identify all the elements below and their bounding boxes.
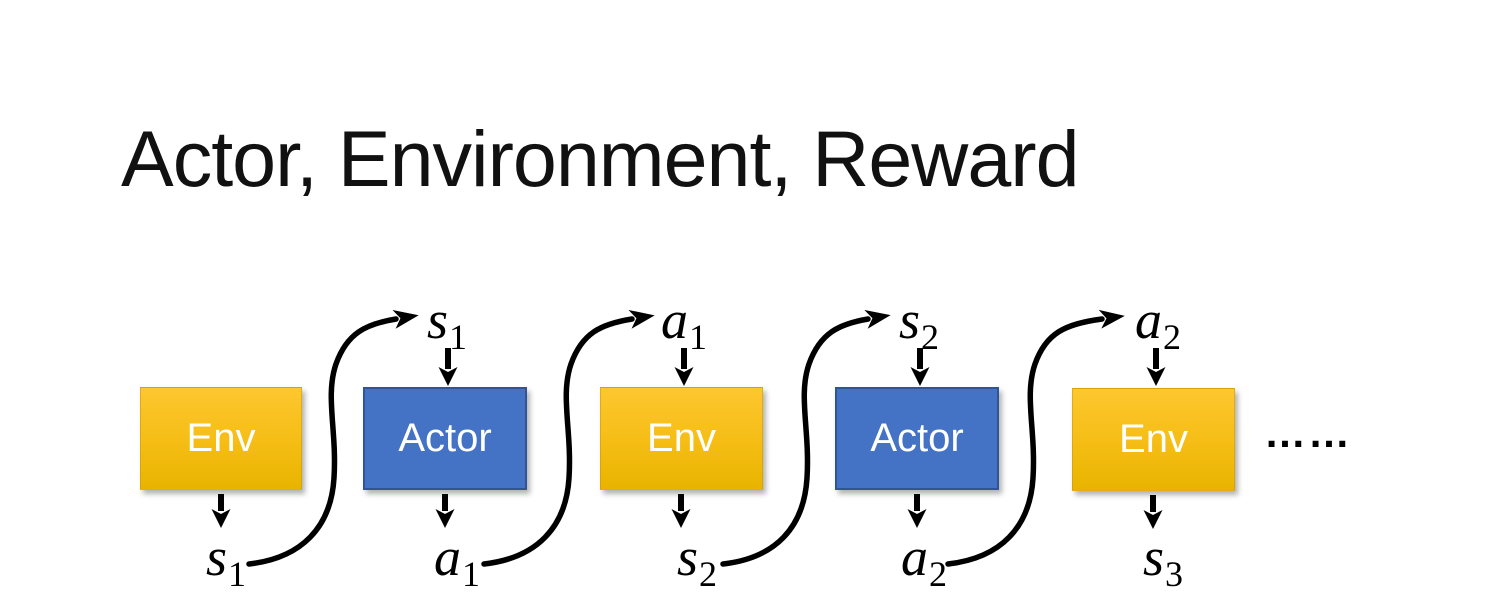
env-box-3: Env bbox=[1072, 388, 1235, 491]
label-s2-top: s2 bbox=[898, 290, 940, 357]
curved-arrow-s1 bbox=[246, 309, 419, 567]
curved-arrow-a1 bbox=[481, 309, 655, 567]
actor-box-2-label: Actor bbox=[870, 416, 964, 460]
slide-title: Actor, Environment, Reward bbox=[121, 114, 1080, 203]
label-a1-top: a1 bbox=[661, 290, 707, 357]
label-s3-bottom: s3 bbox=[1142, 527, 1184, 594]
label-a2-bottom: a2 bbox=[901, 527, 947, 594]
env-box-3-label: Env bbox=[1119, 417, 1188, 461]
actor-box-1: Actor bbox=[363, 387, 527, 490]
env-box-1-label: Env bbox=[186, 416, 256, 460]
label-s1-top: s1 bbox=[426, 290, 468, 357]
label-a2-top: a2 bbox=[1135, 290, 1181, 357]
env-box-2: Env bbox=[600, 387, 763, 490]
continuation-dots: …… bbox=[1264, 409, 1352, 456]
label-s2-bottom: s2 bbox=[676, 527, 718, 594]
env-box-2-label: Env bbox=[647, 416, 716, 460]
actor-box-1-label: Actor bbox=[398, 416, 492, 460]
curved-arrow-a2 bbox=[945, 309, 1125, 567]
label-s1-bottom: s1 bbox=[205, 527, 247, 594]
env-box-1: Env bbox=[140, 387, 302, 490]
label-a1-bottom: a1 bbox=[434, 527, 480, 594]
curved-arrow-s2 bbox=[720, 309, 891, 567]
actor-box-2: Actor bbox=[835, 387, 999, 490]
